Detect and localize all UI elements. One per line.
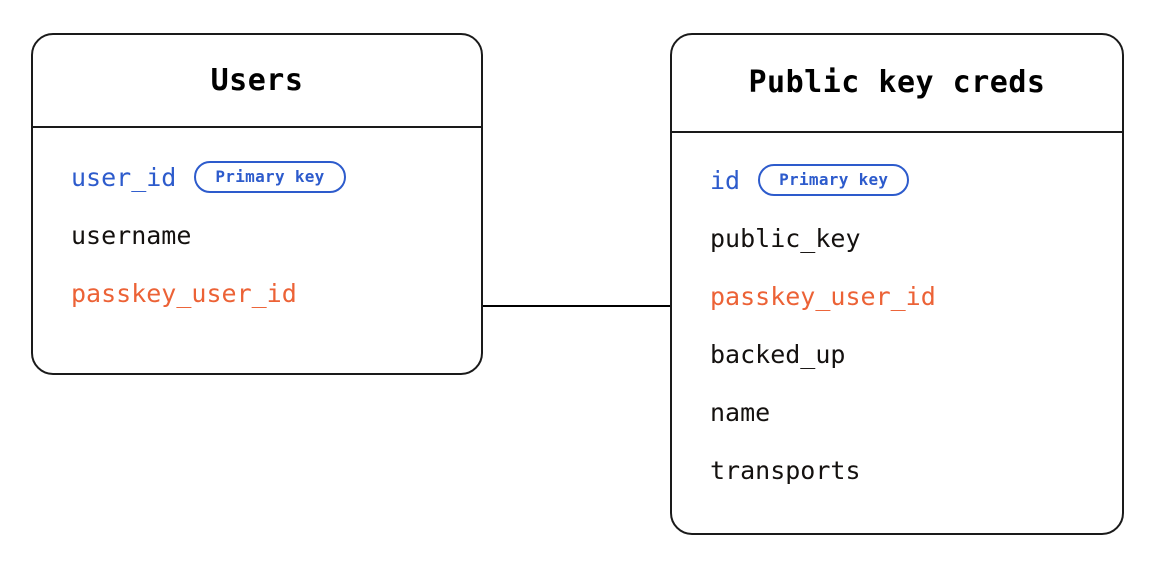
- field-row[interactable]: name: [672, 383, 1122, 441]
- entity-public-key-creds-fields: id Primary key public_key passkey_user_i…: [672, 133, 1122, 499]
- primary-key-badge: Primary key: [758, 164, 910, 196]
- field-name-id: id: [710, 165, 741, 195]
- primary-key-badge-label: Primary key: [215, 167, 325, 186]
- relationship-line-users-public-key-creds: [482, 305, 671, 307]
- primary-key-badge: Primary key: [194, 161, 346, 193]
- field-row[interactable]: transports: [672, 441, 1122, 499]
- field-name-transports: transports: [710, 455, 861, 485]
- field-name-passkey-user-id: passkey_user_id: [71, 278, 297, 308]
- field-row[interactable]: passkey_user_id: [33, 264, 481, 322]
- entity-users-fields: user_id Primary key username passkey_use…: [33, 128, 481, 322]
- field-row[interactable]: username: [33, 206, 481, 264]
- entity-public-key-creds[interactable]: Public key creds id Primary key public_k…: [670, 33, 1124, 535]
- field-row[interactable]: user_id Primary key: [33, 148, 481, 206]
- field-name-public-key: public_key: [710, 223, 861, 253]
- field-row[interactable]: backed_up: [672, 325, 1122, 383]
- entity-public-key-creds-title: Public key creds: [748, 65, 1046, 100]
- field-row[interactable]: id Primary key: [672, 151, 1122, 209]
- field-name-user-id: user_id: [71, 162, 177, 192]
- primary-key-badge-label: Primary key: [779, 170, 889, 189]
- entity-users-title: Users: [210, 62, 304, 98]
- field-row[interactable]: public_key: [672, 209, 1122, 267]
- entity-users[interactable]: Users user_id Primary key username passk…: [31, 33, 483, 375]
- field-name-name: name: [710, 397, 771, 427]
- field-row[interactable]: passkey_user_id: [672, 267, 1122, 325]
- field-name-backed-up: backed_up: [710, 339, 846, 369]
- entity-users-header: Users: [33, 35, 481, 128]
- entity-public-key-creds-header: Public key creds: [672, 35, 1122, 133]
- field-name-passkey-user-id: passkey_user_id: [710, 281, 936, 311]
- field-name-username: username: [71, 220, 192, 250]
